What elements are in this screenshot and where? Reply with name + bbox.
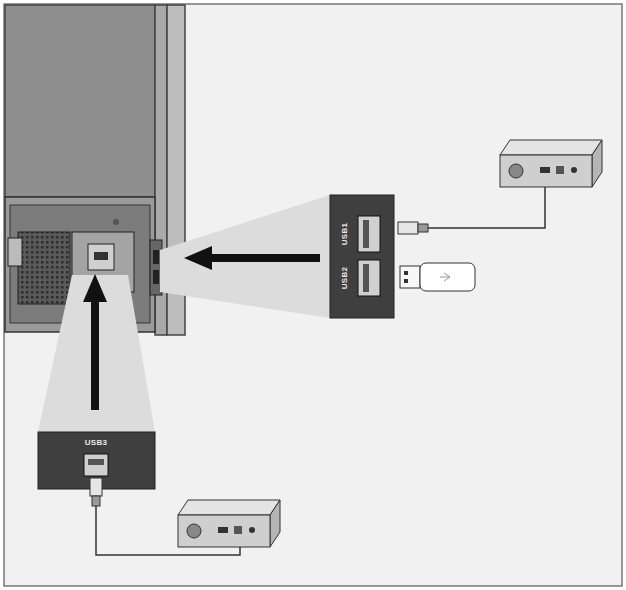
tv-rear bbox=[5, 5, 185, 335]
port-label: USB1 bbox=[341, 223, 349, 246]
pointer-arrow bbox=[83, 246, 320, 410]
usb-cable bbox=[398, 182, 545, 234]
side-usb-panel bbox=[330, 195, 394, 318]
port-label: USB3 bbox=[85, 439, 108, 447]
zoom-beam bbox=[160, 195, 330, 318]
usb-stick bbox=[400, 263, 475, 291]
external-hard-drive bbox=[178, 500, 280, 547]
port-label: USB2 bbox=[341, 267, 349, 290]
external-hard-drive bbox=[500, 140, 602, 187]
zoom-beam bbox=[38, 275, 155, 432]
frame bbox=[4, 4, 622, 586]
